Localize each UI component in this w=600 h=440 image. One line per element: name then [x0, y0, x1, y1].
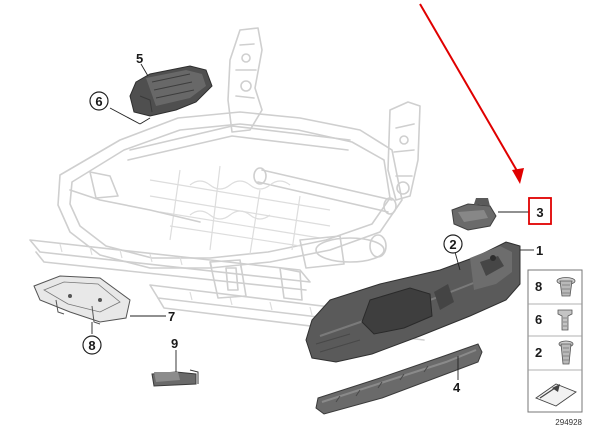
seat-frame: [29, 27, 429, 341]
svg-text:5: 5: [136, 51, 143, 66]
legend-row-6: 6: [535, 309, 573, 331]
assembly-hint-icon: [535, 383, 577, 407]
callout-3: 3: [528, 197, 552, 225]
callout-5: 5: [136, 51, 143, 66]
leader-lines: [91, 63, 534, 380]
svg-text:6: 6: [95, 94, 102, 109]
svg-text:8: 8: [88, 338, 95, 353]
svg-text:2: 2: [535, 345, 542, 360]
callout-4: 4: [453, 380, 461, 395]
callout-2: 2: [443, 234, 463, 254]
part-4-lower-trim: [315, 343, 483, 415]
svg-text:9: 9: [171, 336, 178, 351]
legend-row-2: 2: [535, 340, 574, 365]
part-1-side-trim: [305, 241, 521, 363]
red-pointer-arrow: [419, 3, 524, 184]
part-7-bracket: [33, 275, 131, 325]
screw-icon: [556, 277, 576, 297]
svg-text:8: 8: [535, 279, 542, 294]
svg-text:2: 2: [449, 237, 456, 252]
callout-9: 9: [171, 336, 178, 351]
svg-text:1: 1: [536, 243, 543, 258]
part-3-clip: [451, 198, 497, 231]
screw-icon: [558, 340, 574, 365]
svg-text:4: 4: [453, 380, 461, 395]
part-5-upper-cover: [129, 65, 213, 117]
callout-7: 7: [168, 309, 175, 324]
legend-row-8: 8: [535, 277, 576, 297]
svg-text:7: 7: [168, 309, 175, 324]
clip-nut-icon: [557, 309, 573, 331]
callout-8: 8: [82, 335, 102, 355]
svg-text:6: 6: [535, 312, 542, 327]
fastener-legend: 8 6 2: [527, 269, 583, 413]
svg-text:3: 3: [536, 205, 543, 220]
callout-6: 6: [89, 91, 109, 111]
reference-number: 294928: [555, 418, 582, 427]
part-9-clip: [151, 369, 199, 387]
callout-1: 1: [536, 243, 543, 258]
